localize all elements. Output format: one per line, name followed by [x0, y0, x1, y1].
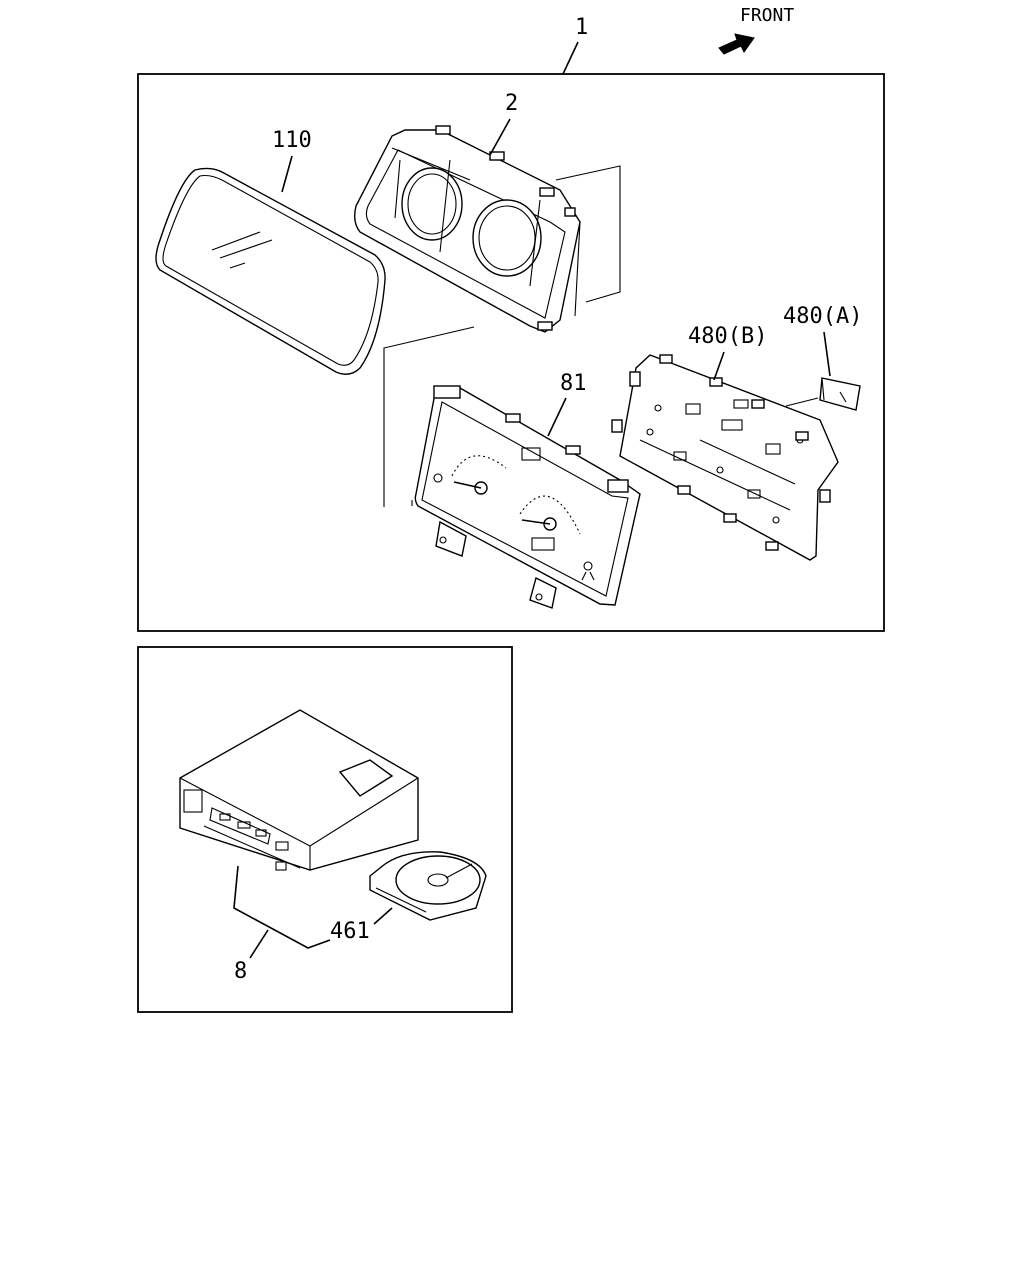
disc-tray — [369, 851, 487, 921]
leader-461 — [373, 907, 393, 925]
callout-1: 1 — [575, 15, 588, 40]
leader-480a-link — [785, 397, 819, 407]
lower-frame — [137, 646, 513, 1013]
front-label: FRONT — [740, 5, 794, 26]
callout-480a: 480(A) — [783, 304, 862, 329]
meter-dial — [411, 385, 641, 609]
callout-8: 8 — [234, 959, 247, 984]
leader-2 — [489, 118, 511, 156]
leader-480a — [823, 331, 831, 377]
circuit-board — [611, 354, 839, 561]
callout-110: 110 — [272, 128, 312, 153]
player-unit — [179, 709, 419, 871]
upper-frame — [137, 73, 885, 632]
leader-110 — [281, 155, 293, 193]
callout-480b: 480(B) — [688, 324, 767, 349]
front-arrow-icon — [718, 33, 755, 55]
leader-8-461 — [233, 865, 331, 949]
leader-1 — [562, 41, 579, 75]
leader-8 — [249, 929, 269, 959]
leader-480b — [713, 351, 725, 381]
callout-81: 81 — [560, 371, 587, 396]
callout-2: 2 — [505, 91, 518, 116]
board-clip — [819, 377, 861, 411]
leader-81 — [547, 397, 567, 437]
meter-bezel — [353, 125, 581, 333]
dial-bracket — [383, 326, 475, 507]
lens-glass — [155, 167, 386, 375]
bezel-bracket — [555, 165, 621, 303]
callout-461: 461 — [330, 919, 370, 944]
